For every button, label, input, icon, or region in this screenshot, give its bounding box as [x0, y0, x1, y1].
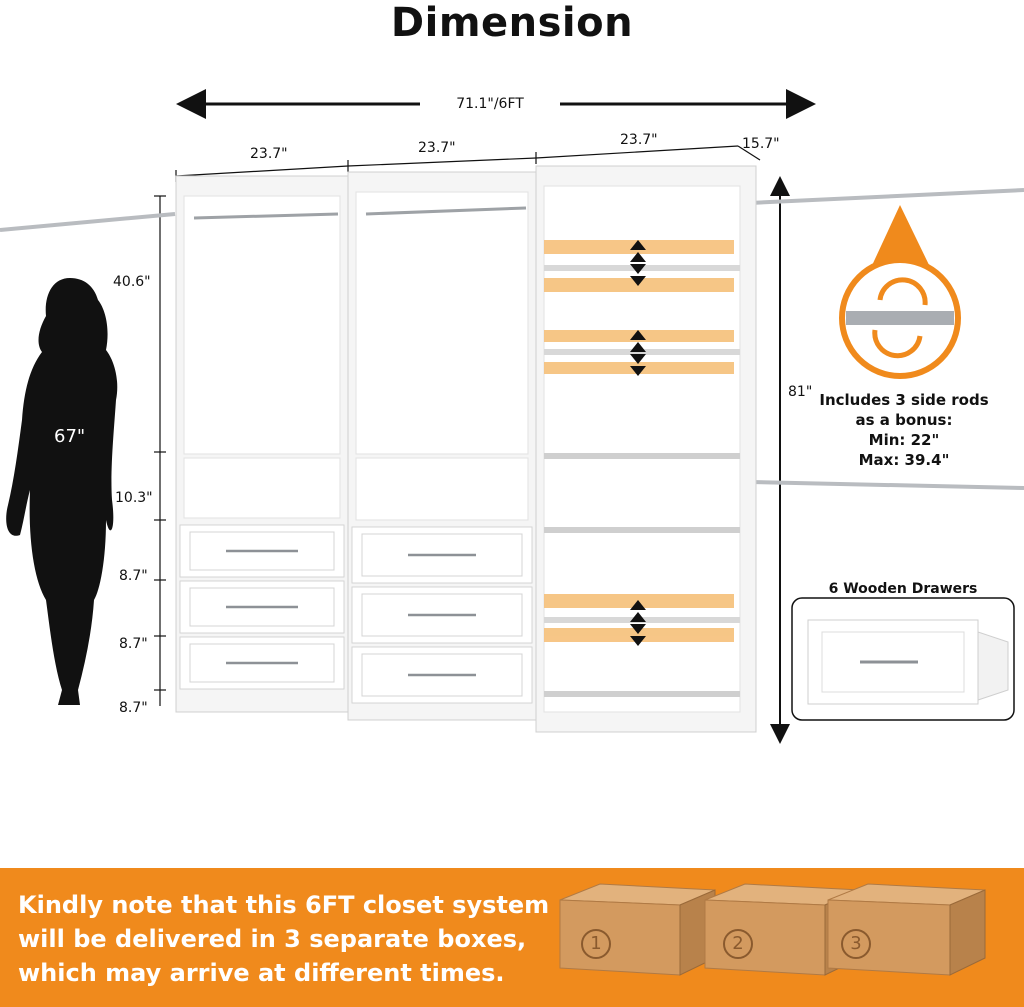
person-height-label: 67"	[54, 426, 86, 447]
drawers-label: 6 Wooden Drawers	[792, 581, 1014, 597]
delivery-notice: Kindly note that this 6FT closet system …	[18, 888, 558, 990]
side-rods-max: Max: 39.4"	[858, 451, 950, 469]
box-number-3: 3	[850, 933, 862, 954]
page-title: Dimension	[390, 0, 634, 46]
drawer3-height-label: 8.7"	[119, 700, 148, 716]
side-rod-right-top	[749, 188, 1024, 205]
side-rods-min: Min: 22"	[868, 431, 940, 449]
notice-line2: will be delivered in 3 separate boxes,	[18, 925, 527, 953]
unit1-width-label: 23.7"	[250, 146, 288, 162]
height-label: 81"	[788, 384, 813, 400]
side-rods-line1: Includes 3 side rods	[819, 391, 989, 409]
drawer1-height-label: 8.7"	[119, 568, 148, 584]
box-number-2: 2	[732, 933, 744, 954]
side-rod-right-bottom	[749, 480, 1024, 490]
depth-label: 15.7"	[742, 136, 780, 152]
notice-line3: which may arrive at different times.	[18, 959, 505, 987]
closet-diagram	[0, 89, 1024, 744]
left-dimension-scale	[154, 195, 166, 706]
adjust-arrows	[630, 240, 646, 646]
rotate-arrow-icon	[877, 277, 928, 306]
unit3-width-label: 23.7"	[620, 132, 658, 148]
side-rods-line2: as a bonus:	[855, 411, 953, 429]
hanging-section-label: 40.6"	[113, 274, 151, 290]
shelf-section-label: 10.3"	[115, 490, 153, 506]
drawers	[179, 524, 533, 704]
drawer2-height-label: 8.7"	[119, 636, 148, 652]
person-silhouette	[6, 278, 118, 705]
total-width-label: 71.1"/6FT	[420, 96, 560, 112]
box-number-1: 1	[590, 933, 602, 954]
unit-width-lines	[175, 145, 761, 182]
side-rods-note: Includes 3 side rods as a bonus: Min: 22…	[804, 390, 1004, 470]
notice-line1: Kindly note that this 6FT closet system	[18, 891, 550, 919]
unit2-width-label: 23.7"	[418, 140, 456, 156]
side-rod-left	[0, 212, 176, 232]
drawer-handles	[226, 549, 476, 677]
